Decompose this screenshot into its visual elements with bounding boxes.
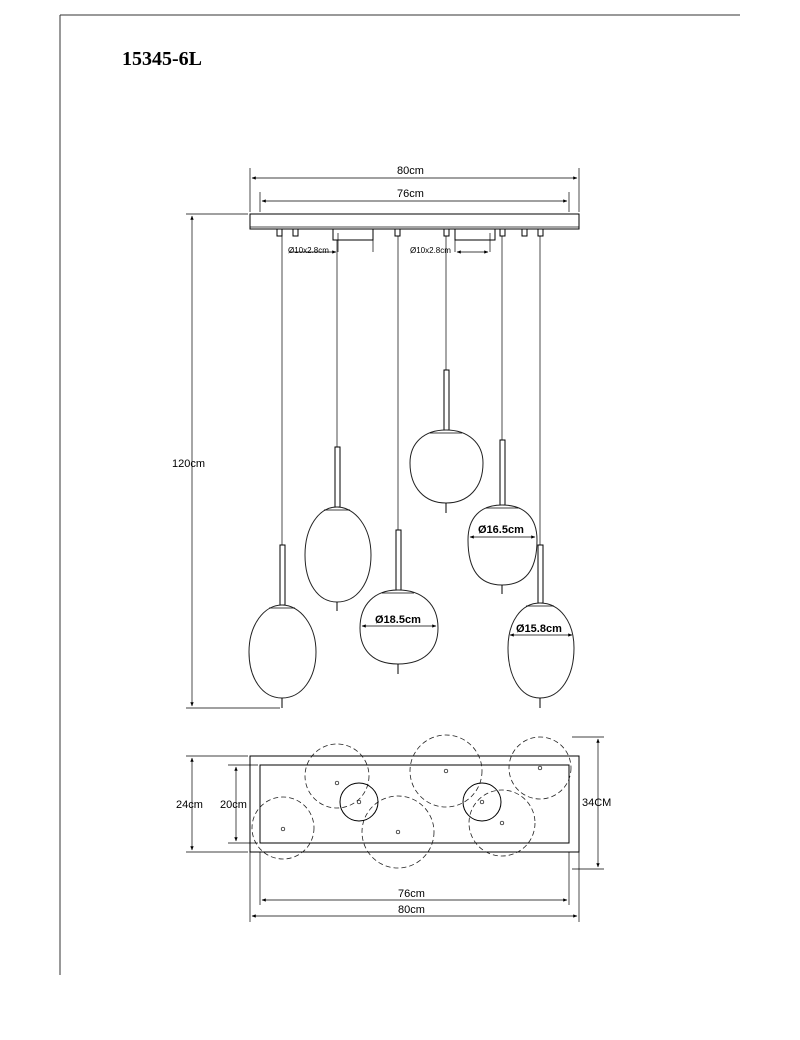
canopy-left: Ø10x2.8cm xyxy=(288,228,374,255)
shade-diameter-label: Ø18.5cm xyxy=(375,614,421,626)
dimension-width-outer: 80cm xyxy=(249,165,580,212)
dimension-label: 76cm xyxy=(398,888,425,900)
dimension-label: 34CM xyxy=(582,797,611,809)
dimension-label: 120cm xyxy=(172,458,205,470)
canopy-right: Ø10x2.8cm xyxy=(410,228,496,255)
cable-clamps xyxy=(276,228,544,237)
ceiling-plate xyxy=(249,213,580,230)
canopy-outlines xyxy=(339,782,502,822)
plate-outline xyxy=(249,755,580,853)
dimension-label: 20cm xyxy=(220,799,247,811)
pendant-light: Ø15.8cm xyxy=(507,544,575,708)
dimension-width-outer-top: 80cm xyxy=(249,852,580,922)
shade-diameter-label: Ø16.5cm xyxy=(478,524,524,536)
shade-outlines xyxy=(251,734,572,869)
sheet-frame xyxy=(59,14,740,975)
pendant-light xyxy=(409,369,484,513)
canopy-dimension-label: Ø10x2.8cm xyxy=(288,246,329,255)
dimension-depth-outer: 24cm xyxy=(176,755,248,853)
pendant-light xyxy=(248,544,317,708)
front-view: 80cm 76cm Ø10x2.8c xyxy=(172,165,580,709)
plate-inner-outline xyxy=(259,764,570,844)
canopy-dimension-label: Ø10x2.8cm xyxy=(410,246,451,255)
dimension-label: 76cm xyxy=(397,188,424,200)
dimension-width-inner-top: 76cm xyxy=(259,852,570,905)
dimension-depth-total: 34CM xyxy=(572,736,611,870)
shade-diameter-label: Ø15.8cm xyxy=(516,623,562,635)
pendant-light: Ø16.5cm xyxy=(467,439,538,594)
cable-points xyxy=(280,765,543,835)
pendant-light: Ø18.5cm xyxy=(359,529,439,674)
product-title: 15345-6L xyxy=(122,48,202,70)
suspension-cables xyxy=(281,236,541,545)
dimension-label: 24cm xyxy=(176,799,203,811)
dimension-height-total: 120cm xyxy=(172,213,280,709)
pendant-light xyxy=(304,446,372,611)
dimension-depth-inner: 20cm xyxy=(220,764,258,844)
top-view: 24cm 20cm 34CM 76cm 80cm xyxy=(176,734,611,922)
dimension-width-inner: 76cm xyxy=(259,188,570,212)
dimension-label: 80cm xyxy=(398,904,425,916)
dimension-label: 80cm xyxy=(397,165,424,177)
